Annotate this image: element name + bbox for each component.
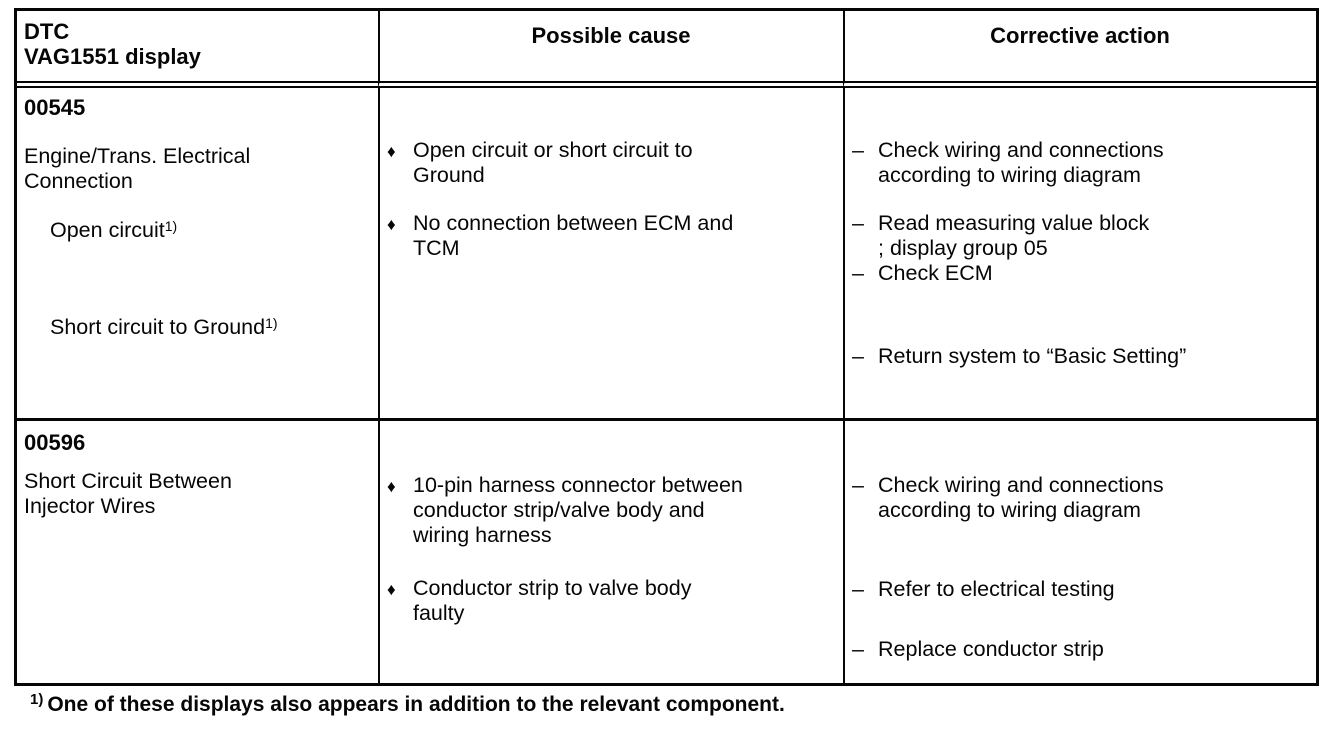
dash-bullet-icon: – <box>852 344 864 368</box>
cause-text: Conductor strip to valve body faulty <box>413 576 692 625</box>
footnote-text: One of these displays also appears in ad… <box>47 693 785 716</box>
dash-bullet-icon: – <box>852 473 864 497</box>
cause-item: ♦ 10-pin harness connector between condu… <box>387 473 835 548</box>
row-00545-dtc-cell: 00545 Engine/Trans. Electrical Connectio… <box>17 88 378 418</box>
header-corrective-action: Corrective action <box>843 11 1316 88</box>
cause-text: Open circuit or short circuit to Ground <box>413 138 693 187</box>
footnote: 1)One of these displays also appears in … <box>30 692 785 718</box>
diamond-bullet-icon: ♦ <box>387 142 396 161</box>
cause-text: 10-pin harness connector between conduct… <box>413 473 743 547</box>
cause-item: ♦ Open circuit or short circuit to Groun… <box>387 138 835 188</box>
header-dtc: DTC VAG1551 display <box>17 11 378 88</box>
action-text: Check wiring and connections according t… <box>878 138 1164 187</box>
row-00596-dtc-cell: 00596 Short Circuit Between Injector Wir… <box>17 418 378 683</box>
dtc-sub-item-label: Open circuit <box>50 218 165 242</box>
cause-text: No connection between ECM and TCM <box>413 211 734 260</box>
action-text: Read measuring value block ; display gro… <box>878 211 1150 260</box>
dash-bullet-icon: – <box>852 138 864 162</box>
dtc-table: DTC VAG1551 display Possible cause Corre… <box>14 8 1319 686</box>
row-00545-cause-cell: ♦ Open circuit or short circuit to Groun… <box>378 88 843 418</box>
header-dtc-line2: VAG1551 display <box>24 44 201 69</box>
dash-bullet-icon: – <box>852 577 864 601</box>
dtc-sub-item-label: Short circuit to Ground <box>50 315 266 339</box>
diamond-bullet-icon: ♦ <box>387 477 396 496</box>
action-item: – Return system to “Basic Setting” <box>852 344 1308 369</box>
dtc-sub-item: Short circuit to Ground1) <box>50 315 370 340</box>
action-item: – Refer to electrical testing <box>852 577 1308 602</box>
action-text: Return system to “Basic Setting” <box>878 344 1187 368</box>
row-00596-cause-cell: ♦ 10-pin harness connector between condu… <box>378 418 843 683</box>
header-dtc-line1: DTC <box>24 19 70 44</box>
cause-item: ♦ No connection between ECM and TCM <box>387 211 835 261</box>
header-possible-cause: Possible cause <box>378 11 843 88</box>
row-00545-action-cell: – Check wiring and connections according… <box>843 88 1316 418</box>
action-text: Check wiring and connections according t… <box>878 473 1164 522</box>
footnote-marker: 1) <box>265 315 278 331</box>
action-item: – Replace conductor strip <box>852 637 1308 662</box>
action-text: Replace conductor strip <box>878 637 1104 661</box>
action-item: – Check ECM <box>852 261 1308 286</box>
dash-bullet-icon: – <box>852 211 864 235</box>
dtc-title: Engine/Trans. Electrical Connection <box>24 144 251 193</box>
dash-bullet-icon: – <box>852 637 864 661</box>
dtc-sub-item: Open circuit1) <box>50 218 370 243</box>
action-text: Check ECM <box>878 261 993 285</box>
cause-item: ♦ Conductor strip to valve body faulty <box>387 576 835 626</box>
action-item: – Check wiring and connections according… <box>852 473 1308 523</box>
action-item: – Check wiring and connections according… <box>852 138 1308 188</box>
action-item: – Read measuring value block ; display g… <box>852 211 1308 261</box>
action-text: Refer to electrical testing <box>878 577 1115 601</box>
dtc-code: 00545 <box>24 95 86 120</box>
dash-bullet-icon: – <box>852 261 864 285</box>
footnote-marker: 1) <box>30 691 44 708</box>
row-00596-action-cell: – Check wiring and connections according… <box>843 418 1316 683</box>
footnote-marker: 1) <box>164 218 178 234</box>
diamond-bullet-icon: ♦ <box>387 580 396 599</box>
dtc-code: 00596 <box>24 430 86 455</box>
dtc-title: Short Circuit Between Injector Wires <box>24 469 232 518</box>
diamond-bullet-icon: ♦ <box>387 215 396 234</box>
